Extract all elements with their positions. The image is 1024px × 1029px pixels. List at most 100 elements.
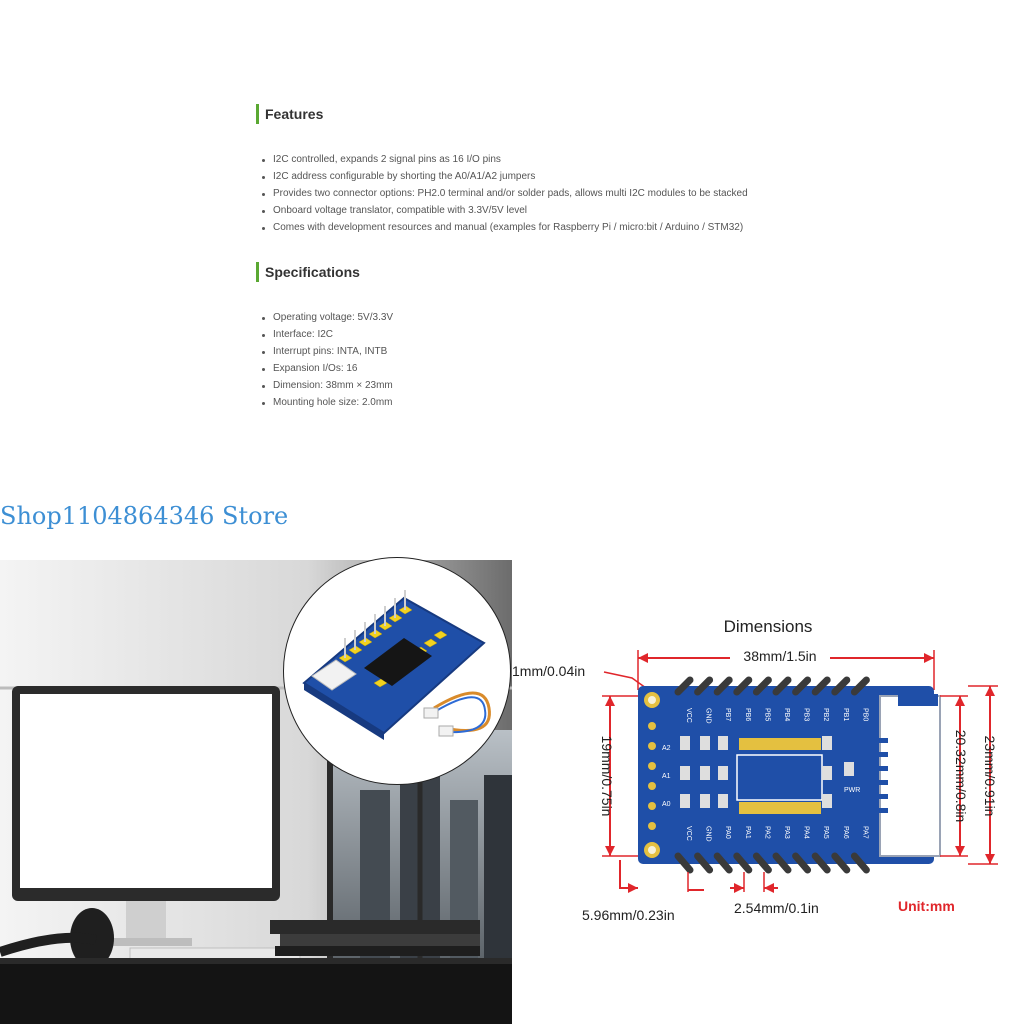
pin-label: PA2 (763, 826, 770, 839)
module-illustration (302, 590, 491, 740)
list-item: Interrupt pins: INTA, INTB (262, 343, 393, 360)
list-item: Dimension: 38mm × 23mm (262, 377, 393, 394)
list-item: I2C address configurable by shorting the… (262, 168, 748, 185)
header-pin (792, 676, 812, 696)
pin-label: PB3 (803, 708, 810, 721)
header-pin (733, 676, 753, 696)
header-pin (850, 676, 870, 696)
unit-label: Unit:mm (898, 898, 955, 914)
header-pin (831, 676, 851, 696)
specifications-section: Specifications (256, 262, 360, 282)
pin-label: PB2 (822, 708, 829, 721)
features-section: Features (256, 104, 323, 124)
top-pin-labels: VCC GND PB7 PB6 PB5 PB4 PB3 PB2 PB1 PB0 (685, 708, 868, 724)
specifications-heading: Specifications (256, 262, 360, 282)
arrow-down-icon (985, 854, 995, 864)
pin-label: PB5 (763, 708, 770, 721)
list-item: Interface: I2C (262, 326, 393, 343)
header-pin (752, 676, 772, 696)
pin-label: PA5 (822, 826, 829, 839)
jumper-label-a0: A0 (662, 801, 671, 808)
pin-label: GND (705, 708, 712, 724)
jumper-label-a2: A2 (662, 745, 671, 752)
jumper-label-a1: A1 (662, 773, 671, 780)
pin-label: PB4 (783, 708, 790, 721)
jumper-pads (680, 736, 854, 808)
arrow-down-icon (955, 846, 965, 856)
top-header-pins (674, 676, 870, 696)
side-pads (648, 722, 656, 830)
list-item: I2C controlled, expands 2 signal pins as… (262, 151, 748, 168)
specifications-list: Operating voltage: 5V/3.3V Interface: I2… (262, 309, 393, 411)
header-pin (811, 676, 831, 696)
arrow-up-icon (605, 696, 615, 706)
list-item: Operating voltage: 5V/3.3V (262, 309, 393, 326)
edge-offset-label: 5.96mm/0.23in (582, 907, 675, 923)
pin-label: PB7 (724, 708, 731, 721)
width-label: 38mm/1.5in (743, 648, 816, 664)
section-accent-bar (256, 262, 259, 282)
dimensions-drawing: Dimensions 38mm/1.5in 1mm/0.04in (512, 617, 998, 923)
pin-label: PA1 (744, 826, 751, 839)
header-pin (792, 852, 812, 874)
arrow-right-icon (734, 883, 744, 893)
label-background (730, 646, 830, 666)
header-pin (694, 852, 714, 874)
arrow-up-icon (985, 686, 995, 696)
pin-label: PA0 (724, 826, 731, 839)
header-pin (713, 676, 733, 696)
specifications-title: Specifications (265, 264, 360, 280)
ph2-connector (879, 695, 941, 857)
pin-label: PB0 (861, 708, 868, 721)
pin-label: PB6 (744, 708, 751, 721)
header-pin (674, 676, 694, 696)
features-list: I2C controlled, expands 2 signal pins as… (262, 151, 748, 236)
list-item: Mounting hole size: 2.0mm (262, 394, 393, 411)
dimensions-title: Dimensions (724, 617, 813, 636)
arrow-down-icon (605, 846, 615, 856)
header-pin (850, 852, 870, 874)
pin-label: PA6 (842, 826, 849, 839)
header-pin (694, 676, 714, 696)
pwr-label: PWR (844, 787, 860, 794)
bottom-pin-labels: VCC GND PA0 PA1 PA2 PA3 PA4 PA5 PA6 PA7 (685, 826, 868, 842)
mounting-hole-center (648, 846, 656, 854)
pin-label: PA3 (783, 826, 790, 839)
arrow-left-icon (764, 883, 774, 893)
arrow-right-icon (924, 653, 934, 663)
list-item: Provides two connector options: PH2.0 te… (262, 185, 748, 202)
header-pin (831, 852, 851, 874)
height-label: 23mm/0.91in (982, 736, 998, 817)
pin-label: PB1 (842, 708, 849, 721)
chip-pads (739, 738, 821, 814)
header-pin (733, 852, 753, 874)
features-heading: Features (256, 104, 323, 124)
arrow-right-icon (628, 883, 638, 893)
mounting-hole-center (648, 696, 656, 704)
pitch-label: 2.54mm/0.1in (734, 900, 819, 916)
list-item: Comes with development resources and man… (262, 219, 748, 236)
store-name: Shop1104864346 Store (0, 502, 289, 530)
connector-height-label: 20.32mm/0.8in (953, 730, 969, 823)
dimensions-diagram: Dimensions 38mm/1.5in 1mm/0.04in (512, 560, 1024, 1024)
arrow-up-icon (955, 696, 965, 706)
hole-label: 1mm/0.04in (512, 663, 585, 679)
header-pin (772, 676, 792, 696)
connector-tab (898, 694, 938, 706)
list-item: Onboard voltage translator, compatible w… (262, 202, 748, 219)
chip-outline (736, 754, 823, 801)
header-pin (752, 852, 772, 874)
bottom-header-pins (674, 852, 870, 874)
product-photo-circle (283, 557, 511, 785)
list-item: Expansion I/Os: 16 (262, 360, 393, 377)
section-accent-bar (256, 104, 259, 124)
header-pin (674, 852, 694, 874)
leader-line (603, 671, 647, 689)
arrow-left-icon (638, 653, 648, 663)
pin-label: PA7 (861, 826, 868, 839)
pin-label: VCC (685, 708, 692, 723)
header-pin (713, 852, 733, 874)
pin-label: VCC (685, 826, 692, 841)
pin-label: PA4 (803, 826, 810, 839)
pin-label: GND (705, 826, 712, 842)
